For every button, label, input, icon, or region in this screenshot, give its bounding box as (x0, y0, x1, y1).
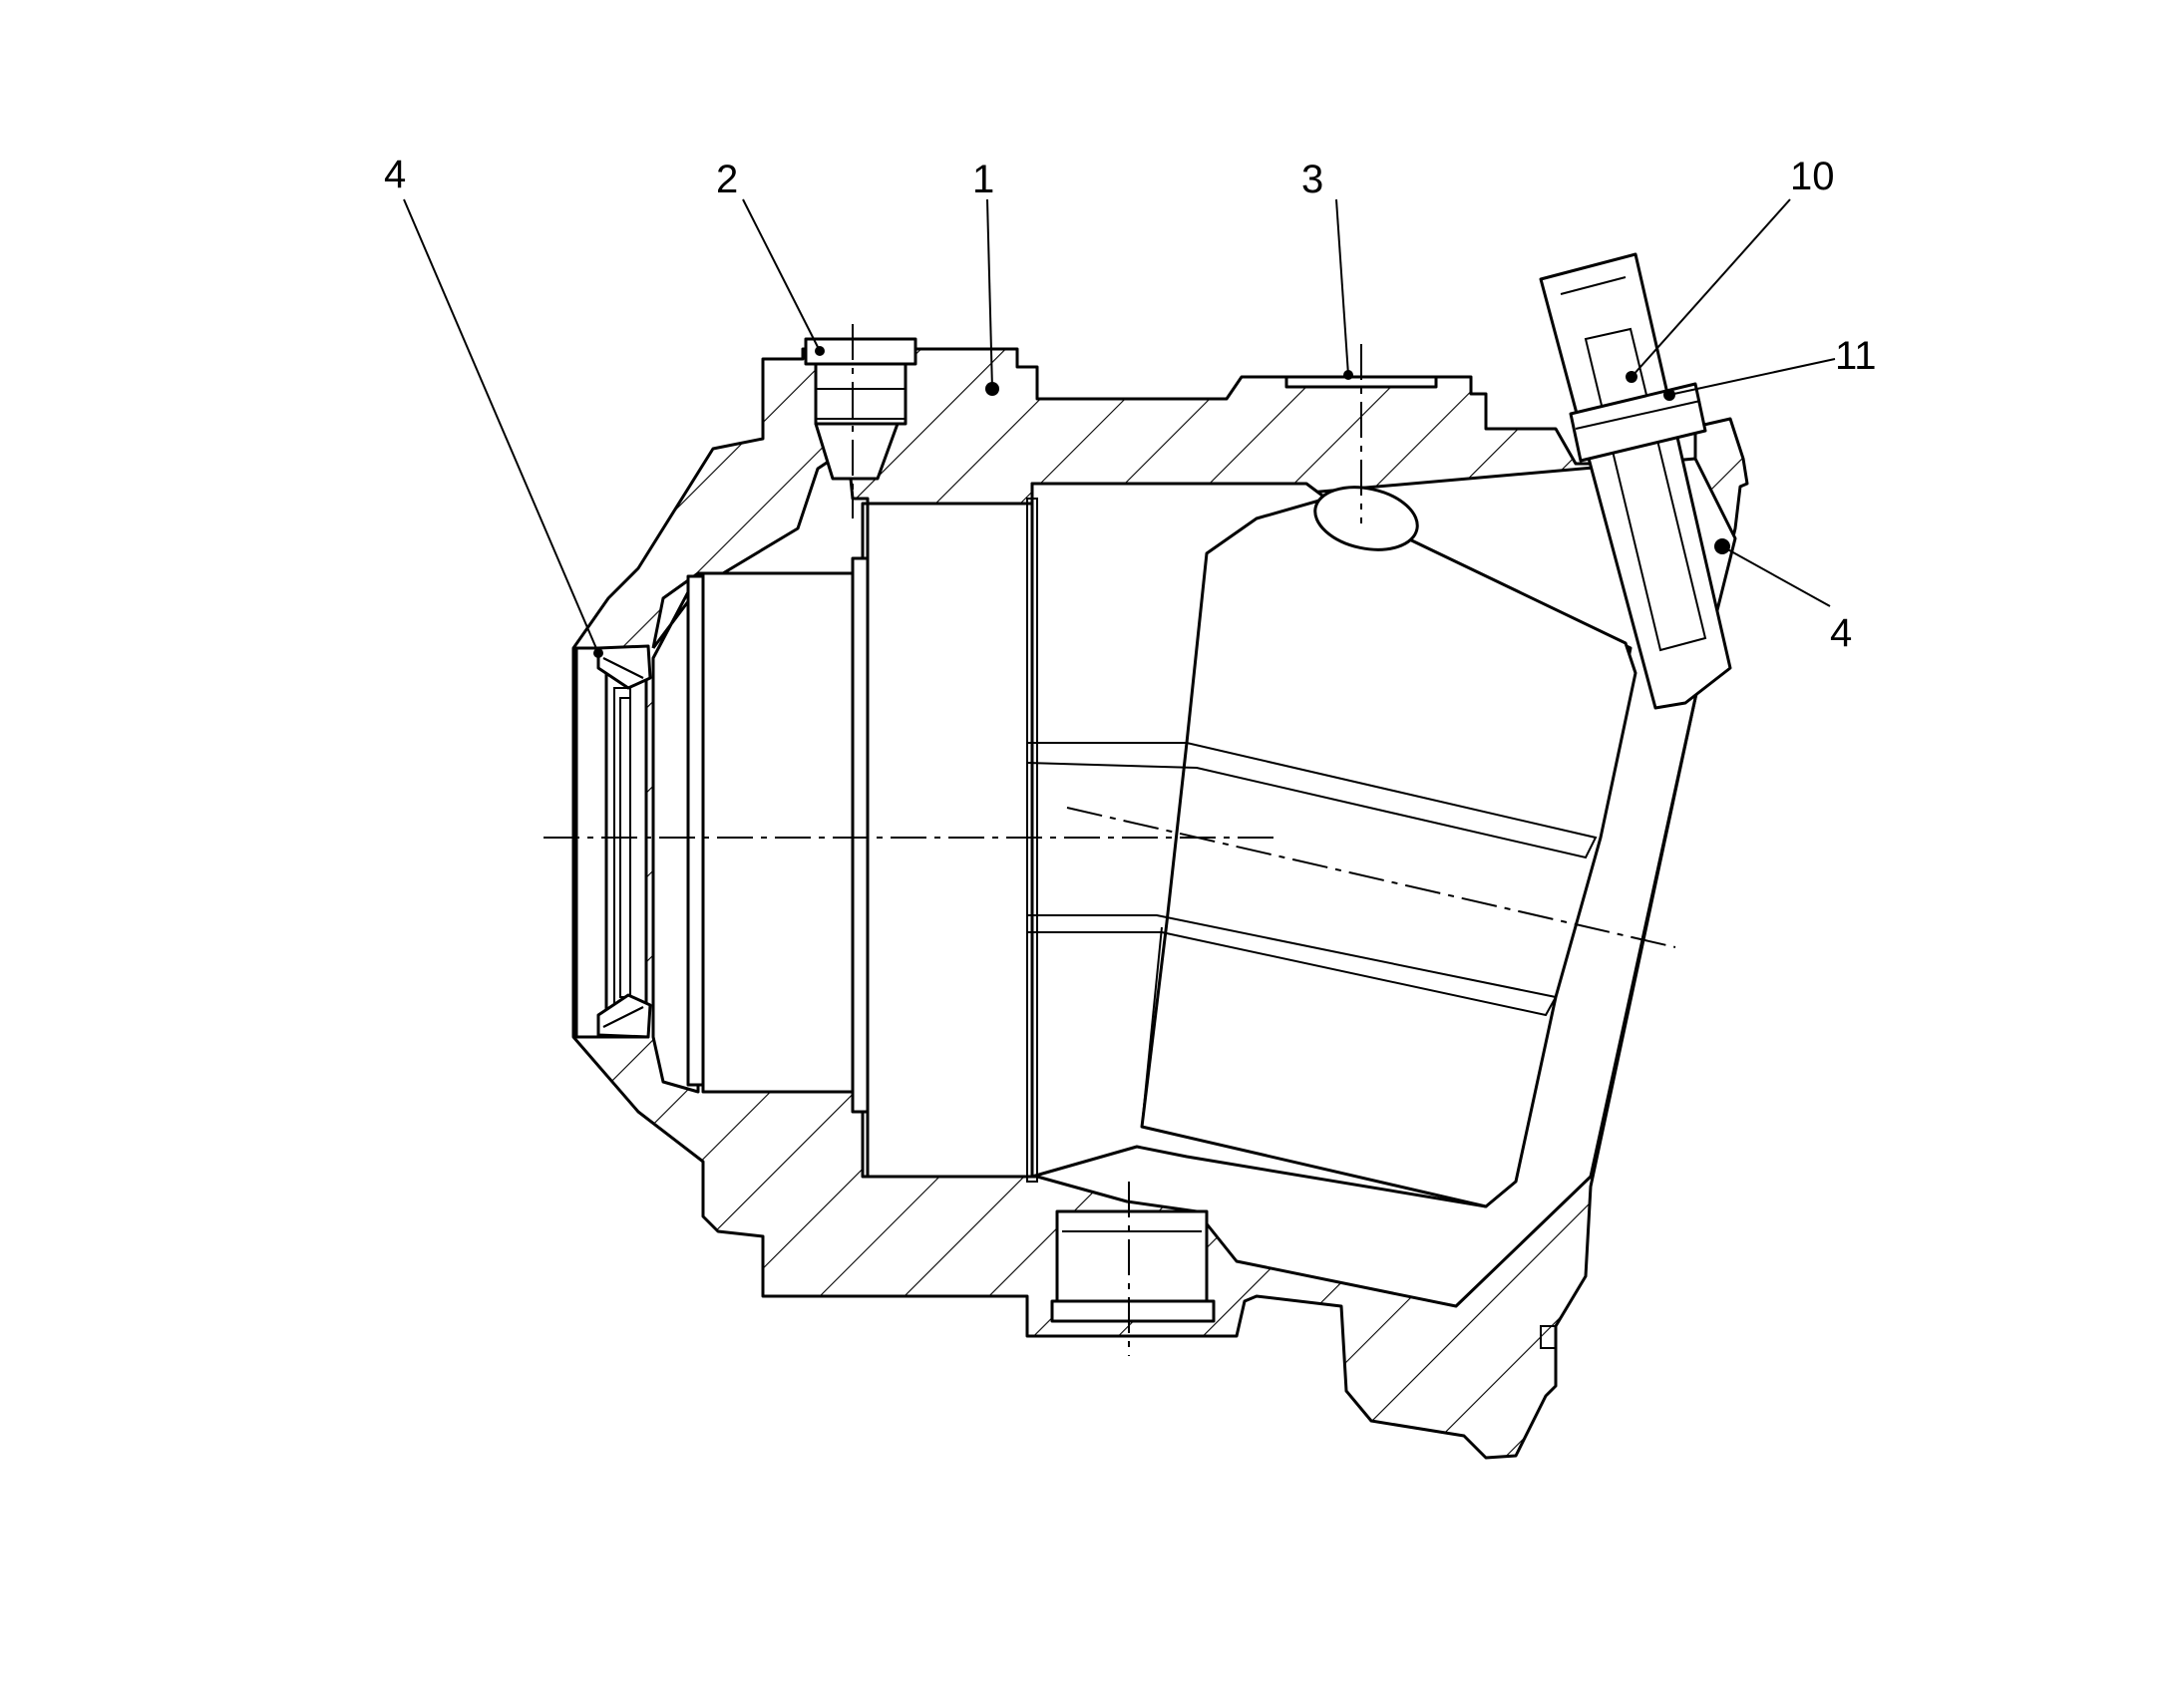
callout-11: 11 (1835, 334, 1877, 378)
callout-1: 1 (972, 158, 994, 201)
piston-bore-lower (1027, 914, 1558, 1017)
callout-10: 10 (1790, 155, 1835, 198)
callout-4-left: 4 (384, 153, 406, 196)
port-plug-top (804, 337, 917, 481)
sensor-assembly (1539, 252, 1732, 710)
leader-lines (403, 198, 1836, 654)
bearing-race (851, 556, 870, 1114)
callout-3: 3 (1301, 158, 1323, 201)
callouts: 4 2 1 3 10 11 4 (384, 153, 1877, 655)
callout-4-right: 4 (1830, 611, 1852, 655)
rotating-group (686, 482, 1637, 1208)
callout-2: 2 (716, 158, 738, 201)
port-oval (1313, 486, 1419, 551)
piston-bore-upper (1026, 742, 1598, 859)
shaft-seal (574, 644, 652, 1039)
drive-flange (866, 502, 1034, 1179)
centre-lines (544, 324, 1676, 1356)
port-bottom (1050, 1209, 1216, 1323)
shaft-collar (701, 571, 855, 1094)
